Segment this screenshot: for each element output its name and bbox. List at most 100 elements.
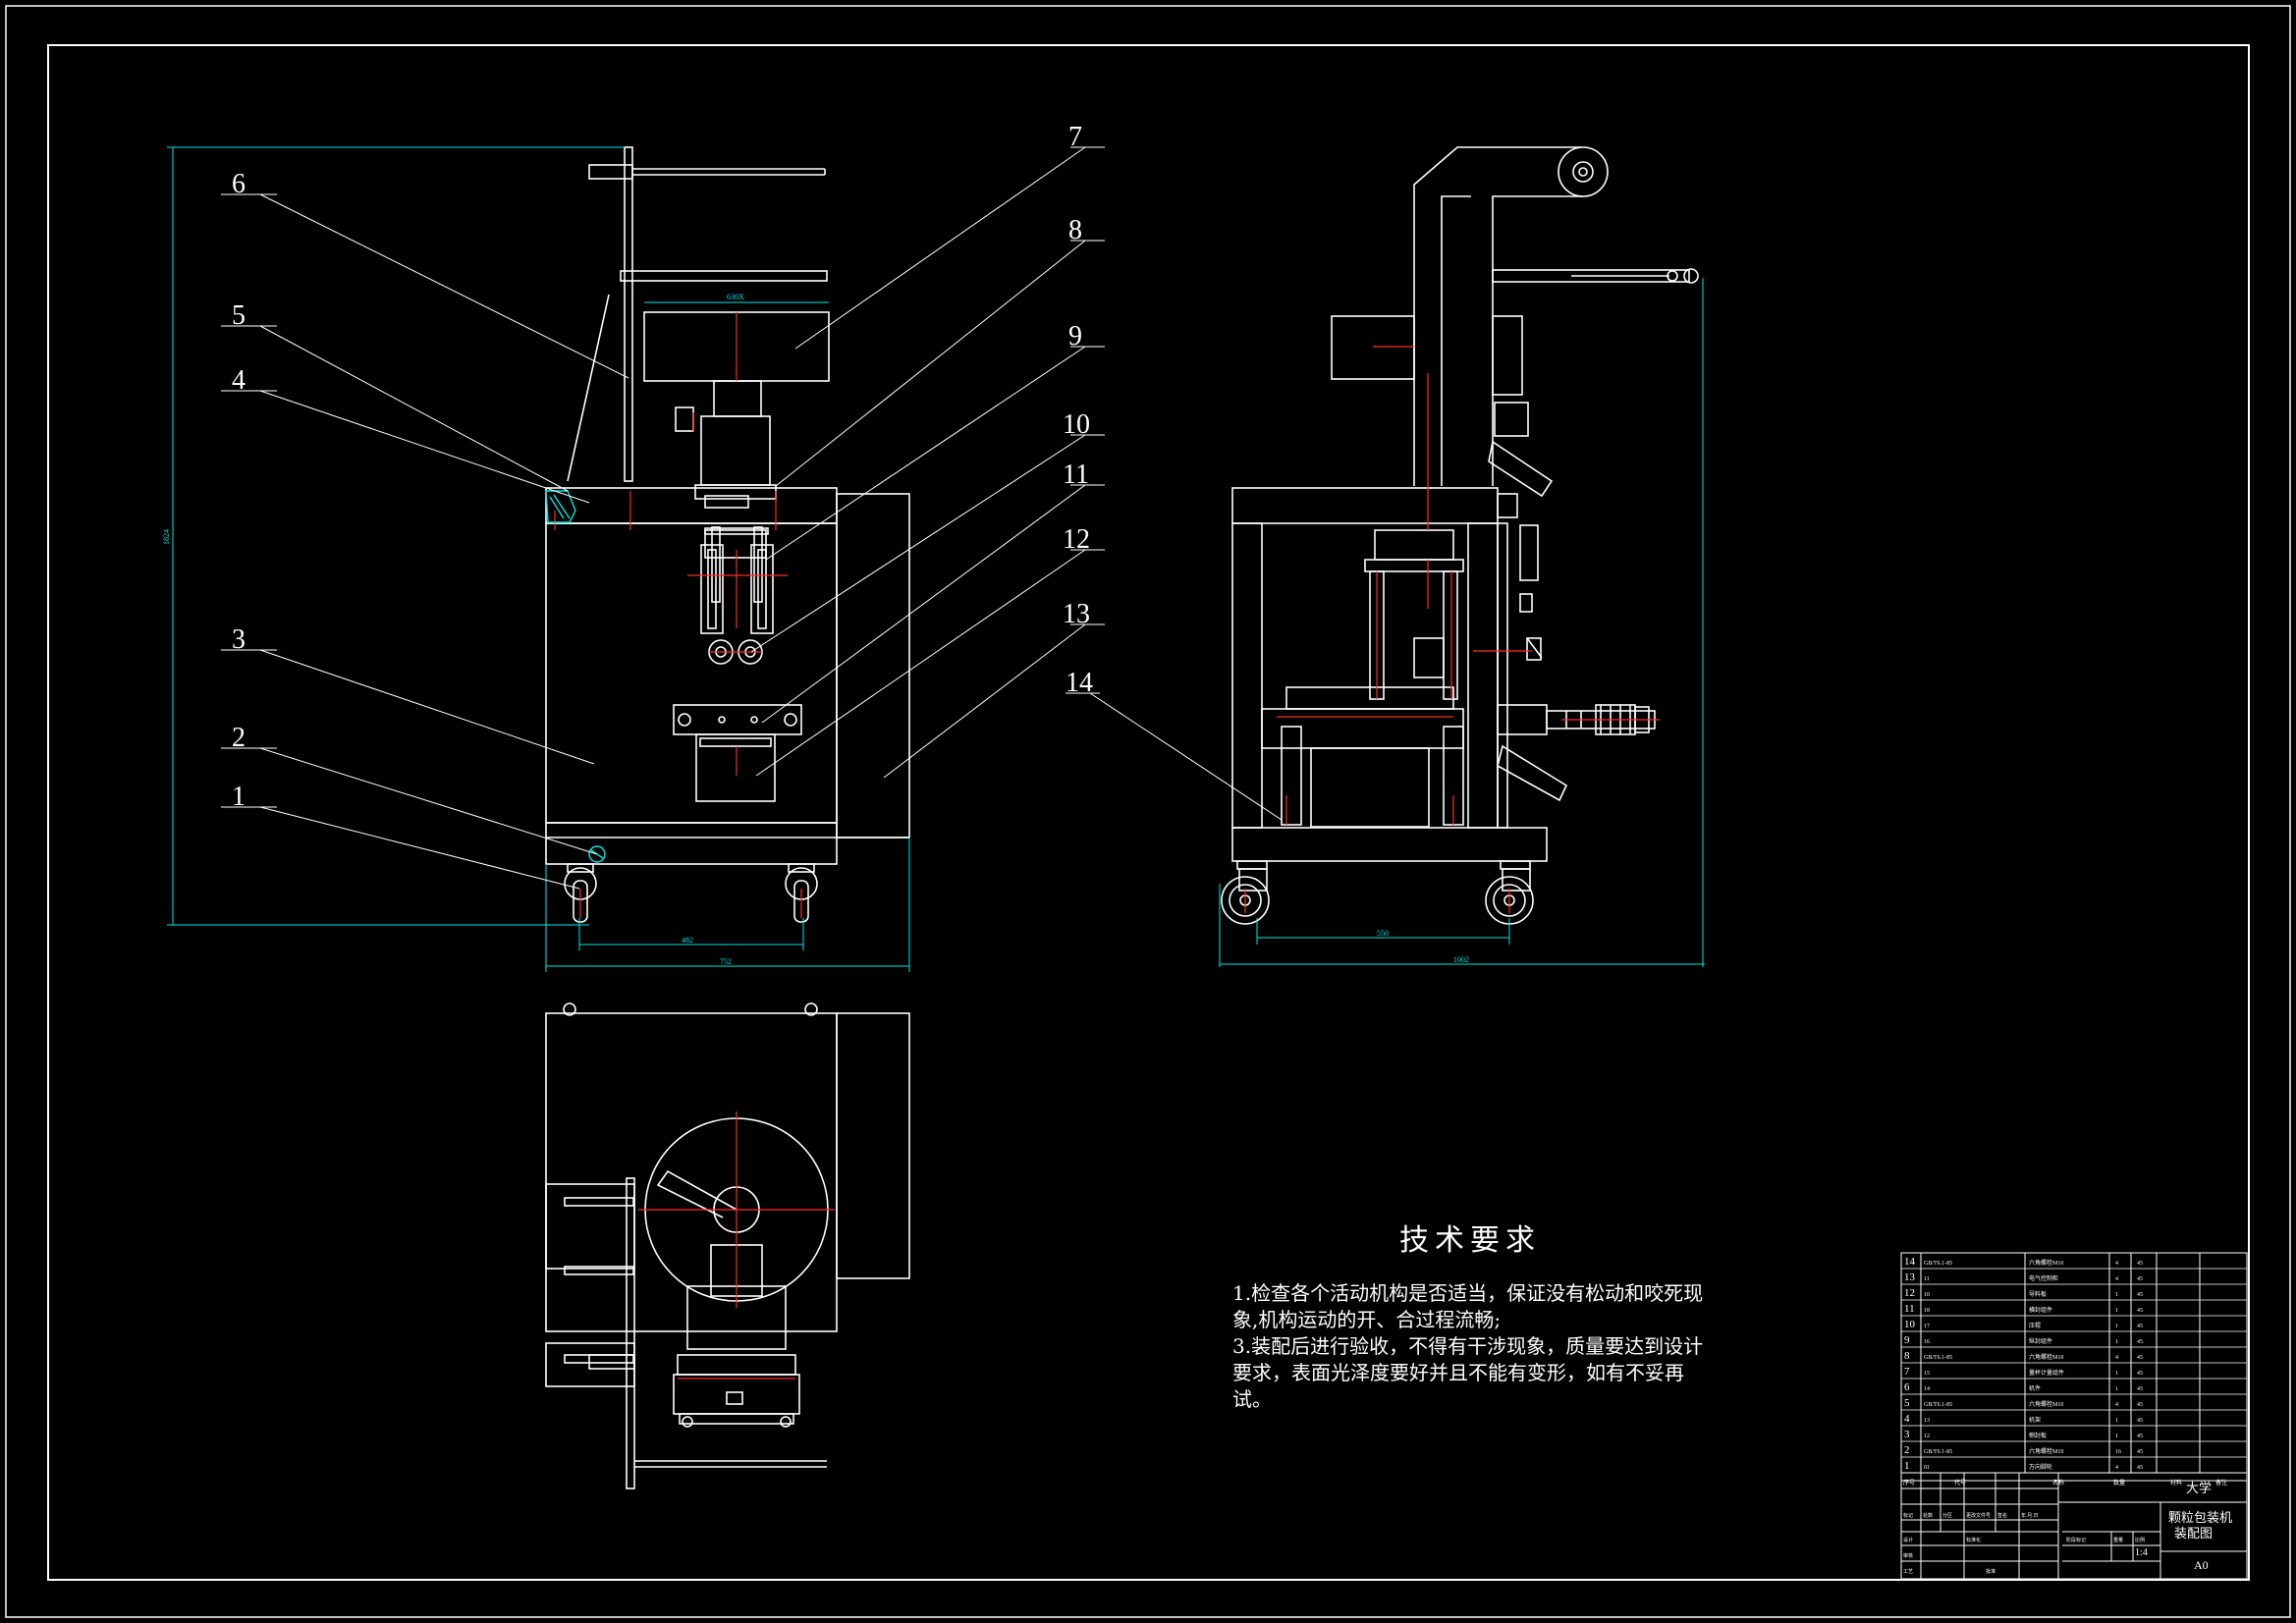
bom-row-name: 六角螺栓M10 — [2029, 1259, 2063, 1267]
tb-col-1: 处数 — [1923, 1512, 1933, 1519]
title-scale: 1:4 — [2135, 1547, 2148, 1558]
bom-row-material: 45 — [2137, 1324, 2143, 1329]
outer-border — [5, 5, 2291, 1618]
leader-num-4: 4 — [232, 365, 246, 396]
title-weight-label: 重量 — [2113, 1537, 2123, 1543]
side-dim-wheelbase: 550 — [1377, 929, 1389, 938]
bom-row-name: 侧封板 — [2029, 1432, 2047, 1439]
bom-row-code: 11 — [1924, 1276, 1930, 1282]
leader-num-11: 11 — [1063, 460, 1089, 490]
bom-row-qty: 1 — [2115, 1339, 2118, 1345]
dim-top-box: 630X — [727, 293, 744, 301]
bom-row-name: 电气控制柜 — [2029, 1274, 2058, 1282]
dim-width: 752 — [720, 957, 732, 966]
bom-row-no: 13 — [1904, 1271, 1916, 1283]
bom-row-code: GB/T6.1-85 — [1924, 1402, 1952, 1408]
tech-line-5: 试。 — [1232, 1387, 1272, 1411]
bom-row-name: 纵封组件 — [2029, 1337, 2052, 1345]
bom-row-qty: 4 — [2115, 1402, 2118, 1408]
bom-row-qty: 4 — [2115, 1355, 2118, 1361]
bom-row-no: 10 — [1904, 1319, 1916, 1330]
bom-row-material: 45 — [2137, 1339, 2143, 1345]
bom-row-name: 万向脚轮 — [2029, 1463, 2052, 1471]
side-view — [1221, 146, 1699, 925]
bom-row-material: 45 — [2137, 1418, 2143, 1424]
bom-row-material: 45 — [2137, 1355, 2143, 1361]
title-line-2: 装配图 — [2174, 1526, 2213, 1541]
tb-col-0: 标记 — [1903, 1512, 1913, 1519]
front-dimensions — [167, 146, 910, 972]
bom-row-qty: 1 — [2115, 1434, 2118, 1439]
tb-row-2: 工艺 — [1903, 1569, 1913, 1575]
bom-row-code: 17 — [1924, 1324, 1930, 1329]
bom-row-qty: 16 — [2115, 1449, 2121, 1455]
title-org: 大学 — [2186, 1481, 2212, 1495]
tb-row-4: 批准 — [1986, 1568, 1995, 1575]
leader-num-5: 5 — [232, 300, 246, 331]
tech-requirements: 技术要求 1.检查各个活动机构是否适当，保证没有松动和咬死现 象,机构运动的开、… — [1232, 1216, 1743, 1413]
inner-border — [47, 44, 2250, 1581]
bom-row-code: GB/T6.1-85 — [1924, 1261, 1952, 1267]
leader-num-6: 6 — [232, 169, 246, 199]
bom-row-no: 3 — [1904, 1429, 1910, 1440]
bom-row-qty: 1 — [2115, 1324, 2118, 1329]
bom-row-name: 六角螺栓M10 — [2029, 1447, 2063, 1455]
bom-row-no: 11 — [1904, 1303, 1915, 1315]
bom-row-qty: 4 — [2115, 1276, 2118, 1282]
bom-row-name: 压辊 — [2029, 1322, 2041, 1329]
leader-num-7: 7 — [1068, 122, 1082, 152]
bom-row-material: 45 — [2137, 1402, 2143, 1408]
tech-line-4: 要求，表面光泽度要好并且不能有变形，如有不妥再 — [1232, 1361, 1684, 1384]
bom-row-name: 横封组件 — [2029, 1306, 2052, 1314]
bom-row-code: GB/T6.1-85 — [1924, 1355, 1952, 1361]
bom-row-name: 机件 — [2029, 1384, 2041, 1392]
bom-row-material: 45 — [2137, 1292, 2143, 1298]
tech-line-3: 3.装配后进行验收，不得有干涉现象，质量要达到设计 — [1232, 1334, 1704, 1358]
dim-wheelbase: 482 — [682, 936, 693, 945]
tb-row-0: 设计 — [1903, 1537, 1913, 1543]
bom-row-no: 12 — [1904, 1287, 1915, 1299]
side-view-centerlines — [1244, 346, 1660, 913]
dim-height: 1824 — [162, 529, 171, 545]
title-line-1: 颗粒包装机 — [2168, 1510, 2232, 1525]
front-leaders — [221, 146, 1105, 890]
bom-row-no: 2 — [1904, 1444, 1910, 1456]
bom-header-material: 材料 — [2170, 1479, 2182, 1487]
tb-row-1: 审核 — [1903, 1552, 1913, 1559]
bom-row-material: 45 — [2137, 1386, 2143, 1392]
bom-header-note: 备注 — [2215, 1479, 2227, 1487]
bom-row-no: 14 — [1904, 1256, 1916, 1268]
tech-line-1: 1.检查各个活动机构是否适当，保证没有松动和咬死现 — [1232, 1281, 1704, 1305]
leader-num-13: 13 — [1063, 599, 1090, 629]
bom-row-qty: 1 — [2115, 1371, 2118, 1377]
bom-row-name: 量杯计量组件 — [2029, 1369, 2064, 1377]
bom-row-no: 1 — [1904, 1460, 1910, 1472]
bom-row-name: 六角螺栓M10 — [2029, 1353, 2063, 1361]
front-view-hatched-parts — [545, 490, 606, 863]
leader-num-2: 2 — [232, 723, 246, 753]
bom-row-qty: 4 — [2115, 1261, 2118, 1267]
bom-row-name: 六角螺栓M10 — [2029, 1400, 2063, 1408]
bom-row-code: 01 — [1924, 1465, 1930, 1471]
bom-row-no: 4 — [1904, 1413, 1910, 1425]
side-dimension-labels: 550 1002 — [1377, 929, 1469, 964]
title-sheet-size: A0 — [2194, 1558, 2209, 1572]
bom-row-code: 12 — [1924, 1434, 1930, 1439]
leader-num-3: 3 — [232, 624, 246, 655]
bom-row-code: GB/T6.1-85 — [1924, 1449, 1952, 1455]
top-view-centerlines — [638, 1111, 835, 1380]
bom-header-code: 代号 — [1954, 1479, 1966, 1487]
bom-row-code: 13 — [1924, 1418, 1930, 1424]
title-scale-label: 比例 — [2135, 1537, 2145, 1543]
leader-num-10: 10 — [1063, 409, 1090, 440]
bom-row-material: 45 — [2137, 1308, 2143, 1314]
front-dimension-labels: 1824 482 752 630X — [162, 293, 744, 966]
leader-num-12: 12 — [1063, 524, 1090, 555]
bom-row-material: 45 — [2137, 1261, 2143, 1267]
bom-header-no: 序号 — [1903, 1479, 1915, 1487]
bom-row-no: 8 — [1904, 1350, 1910, 1362]
bom-row-qty: 1 — [2115, 1418, 2118, 1424]
side-dim-depth: 1002 — [1453, 955, 1469, 964]
